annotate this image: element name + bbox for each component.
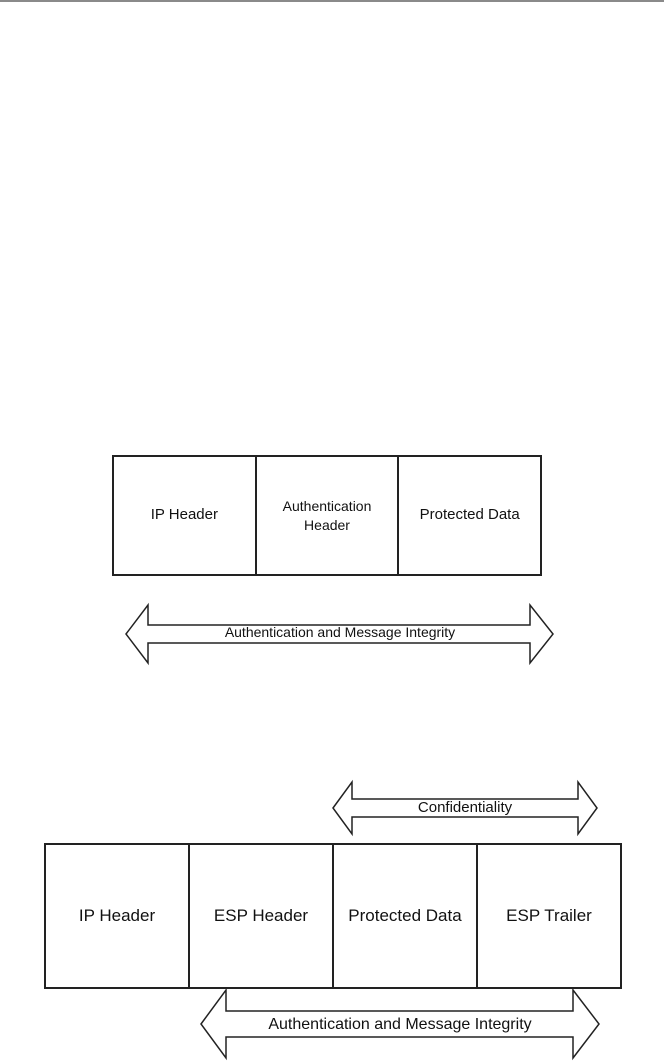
ah-authentication-header-cell: Authentication Header xyxy=(257,457,400,574)
top-rule xyxy=(0,0,664,2)
esp-protected-data-cell: Protected Data xyxy=(334,845,478,987)
esp-trailer-cell: ESP Trailer xyxy=(506,905,592,925)
esp-header-cell: ESP Header xyxy=(190,845,334,987)
ah-packet: IP Header Authentication Header Protecte… xyxy=(112,455,542,576)
ah-ip-header-cell: IP Header xyxy=(114,457,257,574)
esp-integrity-label: Authentication and Message Integrity xyxy=(268,1016,532,1033)
ah-authentication-header-label: Authentication Header xyxy=(282,497,372,533)
ah-protected-data-cell: Protected Data xyxy=(419,506,520,524)
esp-packet: IP Header ESP Header Protected Data ESP … xyxy=(44,843,622,989)
confidentiality-label: Confidentiality xyxy=(417,799,513,816)
ah-integrity-label: Authentication and Message Integrity xyxy=(224,624,456,640)
esp-ip-header-cell: IP Header xyxy=(46,845,190,987)
